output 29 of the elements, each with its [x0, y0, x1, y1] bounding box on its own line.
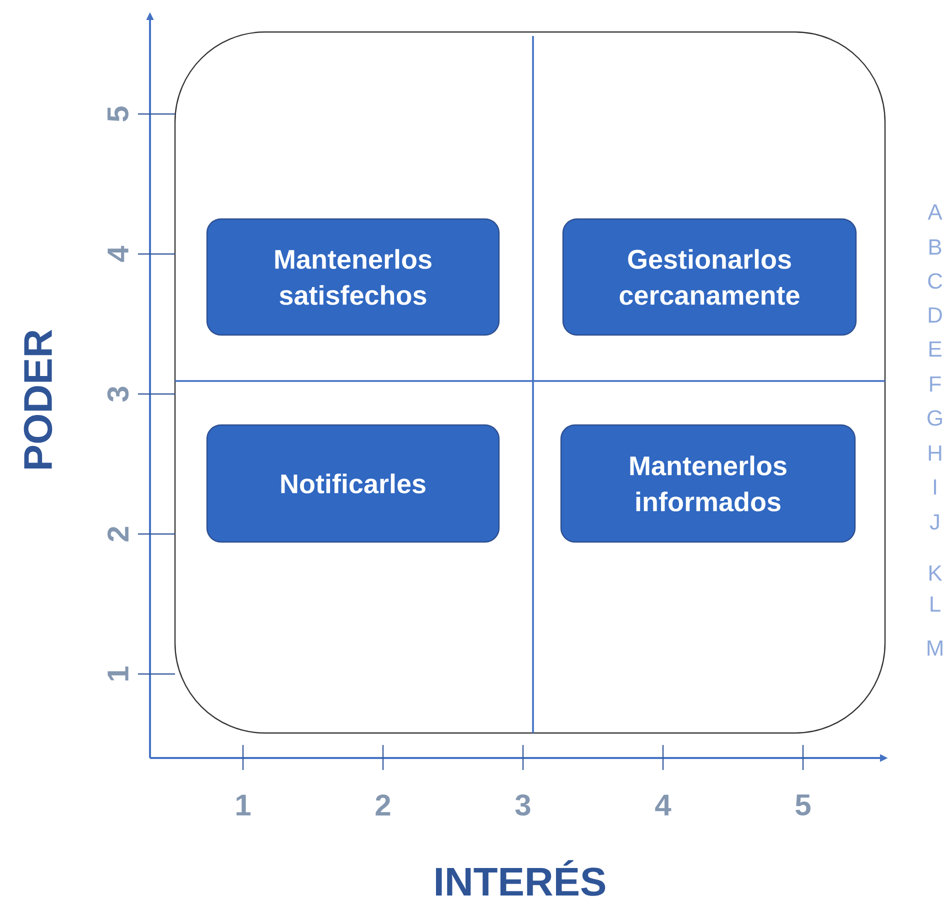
x-tick-label: 3	[515, 794, 530, 816]
x-tick-label: 1	[236, 794, 251, 816]
letter: C	[928, 273, 942, 289]
letter: D	[928, 307, 942, 323]
quadrant-box: Notificarles	[206, 424, 500, 543]
letter: A	[928, 204, 942, 220]
y-tick-label: 2	[108, 526, 128, 542]
letter: M	[928, 640, 942, 656]
y-tick-label: 4	[108, 246, 128, 262]
letter: J	[930, 514, 939, 530]
letter: I	[934, 479, 936, 495]
axis-title: INTERÉS	[436, 860, 606, 896]
letter: H	[928, 445, 942, 461]
y-tick-label: 5	[108, 106, 128, 122]
x-tick-label: 4	[655, 794, 672, 816]
y-tick-label: 1	[108, 666, 128, 680]
letter: F	[930, 376, 941, 392]
y-tick-label: 3	[107, 386, 129, 402]
letter: L	[930, 596, 940, 612]
quadrant-box: Mantenerlos informados	[560, 424, 856, 543]
quadrant-box: Mantenerlos satisfechos	[206, 218, 500, 336]
letter: E	[929, 341, 942, 357]
x-tick-label: 2	[376, 794, 390, 816]
axis-title: PODER	[24, 330, 52, 468]
letter: G	[928, 410, 942, 426]
letter: B	[929, 239, 942, 255]
x-tick-label: 5	[796, 794, 811, 816]
quadrant-box: Gestionarlos cercanamente	[562, 218, 857, 336]
letter: K	[929, 565, 942, 581]
